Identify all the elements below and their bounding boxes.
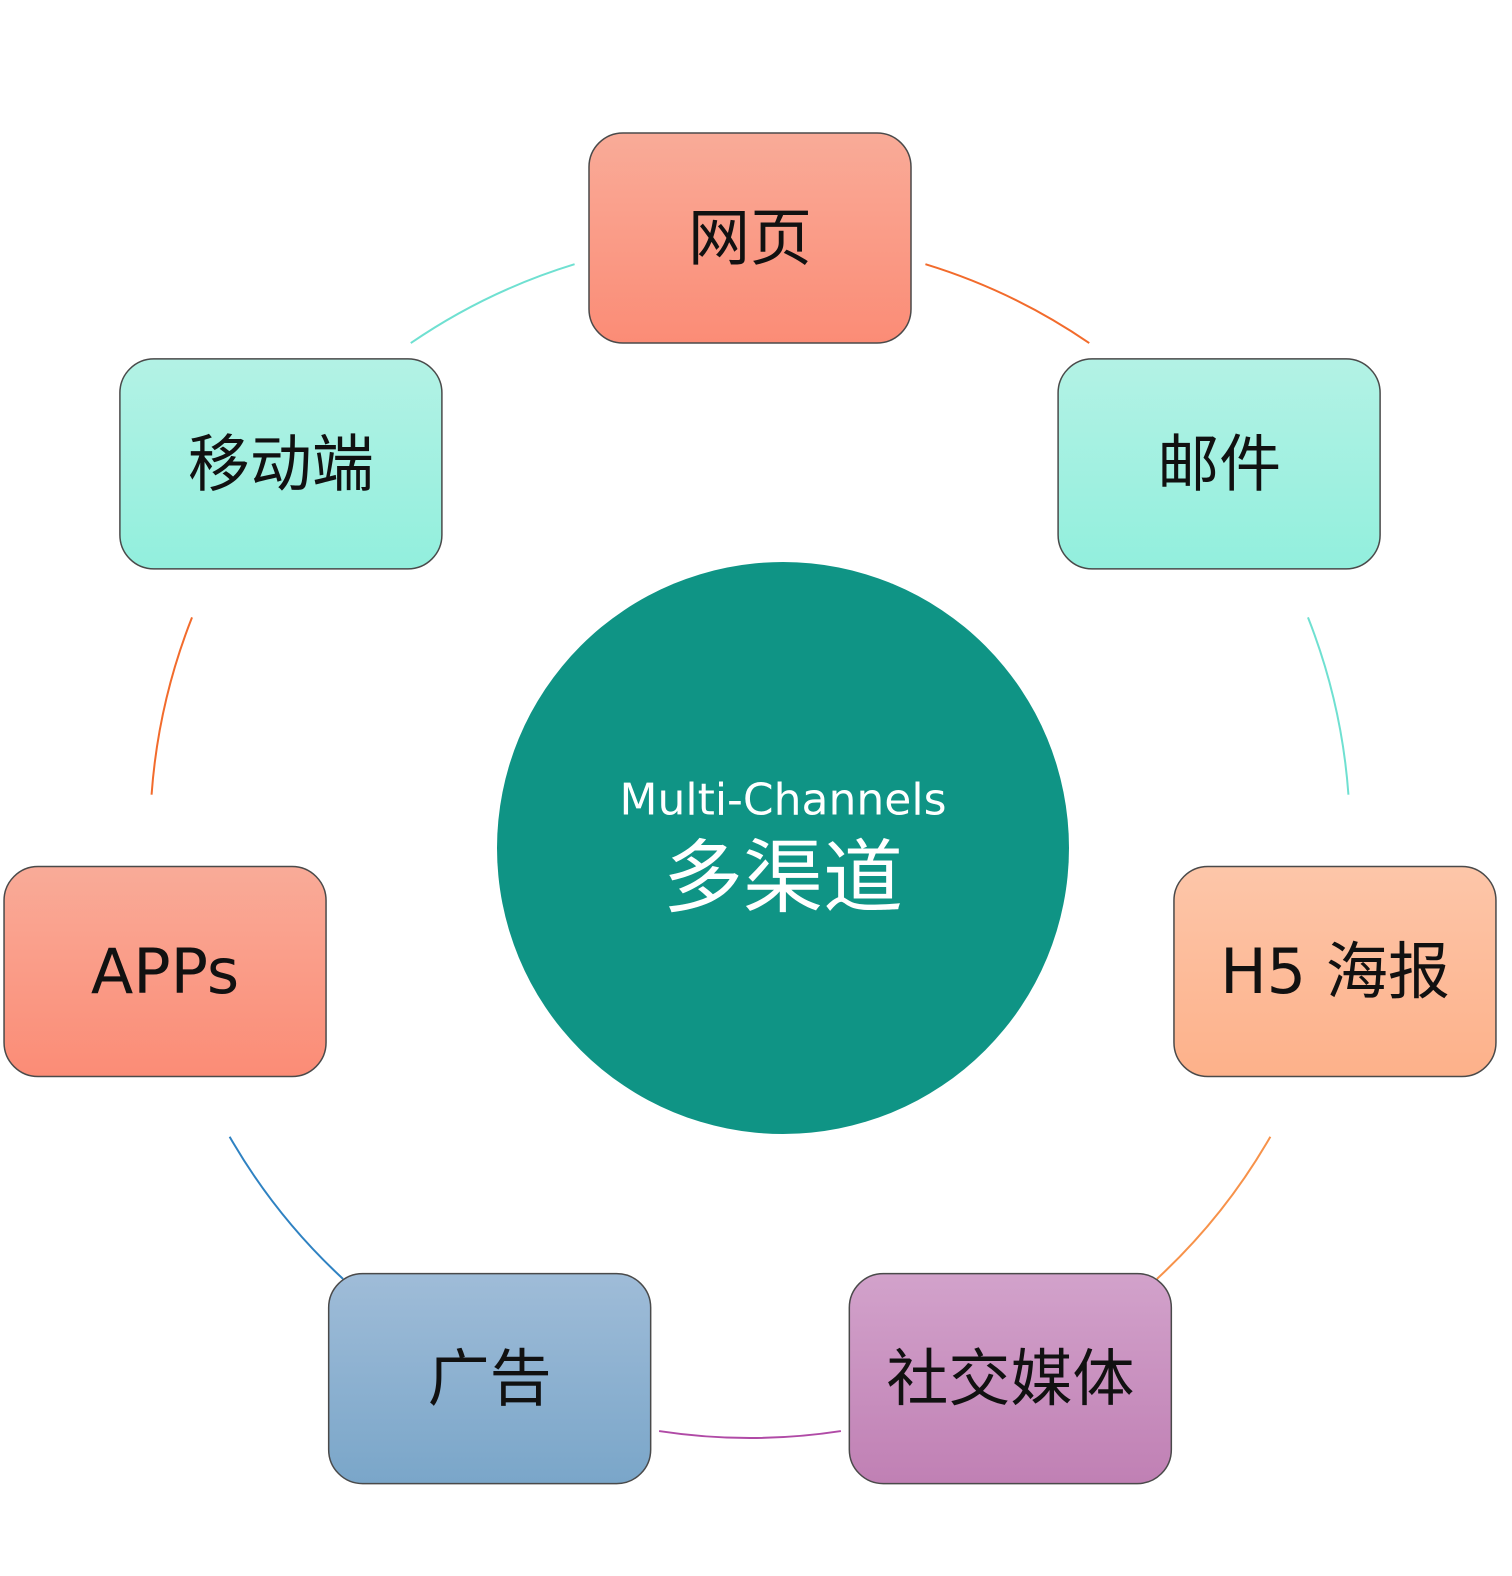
connector-arc-mobile xyxy=(410,263,575,344)
channel-node-apps: APPs xyxy=(3,865,327,1078)
channel-label-social-media: 社交媒体 xyxy=(886,1342,1134,1415)
channel-box-social-media xyxy=(848,1272,1173,1485)
channel-node-h5-poster: H5 海报 xyxy=(1173,865,1497,1078)
connector-arc-advertising xyxy=(228,1136,344,1280)
channel-label-webpage: 网页 xyxy=(688,202,812,275)
channel-box-advertising xyxy=(327,1272,652,1485)
channel-label-email: 邮件 xyxy=(1157,427,1281,500)
channel-node-webpage: 网页 xyxy=(588,132,912,344)
channel-label-advertising: 广告 xyxy=(428,1342,552,1415)
channel-node-advertising: 广告 xyxy=(327,1272,652,1485)
channel-label-mobile: 移动端 xyxy=(188,427,374,500)
connector-arc-h5-poster xyxy=(1156,1136,1272,1280)
center-subtitle: 多渠道 xyxy=(663,832,903,925)
connector-arc-webpage xyxy=(925,263,1090,344)
connector-ring xyxy=(150,263,1350,1439)
channel-box-webpage xyxy=(588,132,912,344)
channel-label-apps: APPs xyxy=(91,935,239,1008)
connector-arc-apps xyxy=(150,617,193,795)
center-circle xyxy=(497,562,1069,1134)
center-hub: Multi-Channels 多渠道 xyxy=(497,562,1069,1134)
channel-box-email xyxy=(1057,358,1381,570)
channel-box-h5-poster xyxy=(1173,865,1497,1078)
channel-box-mobile xyxy=(119,358,443,570)
channel-node-mobile: 移动端 xyxy=(119,358,443,570)
channel-label-h5-poster: H5 海报 xyxy=(1220,935,1450,1008)
connector-arc-social-media xyxy=(658,1430,842,1439)
center-title: Multi-Channels xyxy=(620,775,947,826)
channel-box-apps xyxy=(3,865,327,1078)
connector-arc-email xyxy=(1307,617,1350,795)
channel-node-social-media: 社交媒体 xyxy=(848,1272,1173,1485)
channel-node-email: 邮件 xyxy=(1057,358,1381,570)
